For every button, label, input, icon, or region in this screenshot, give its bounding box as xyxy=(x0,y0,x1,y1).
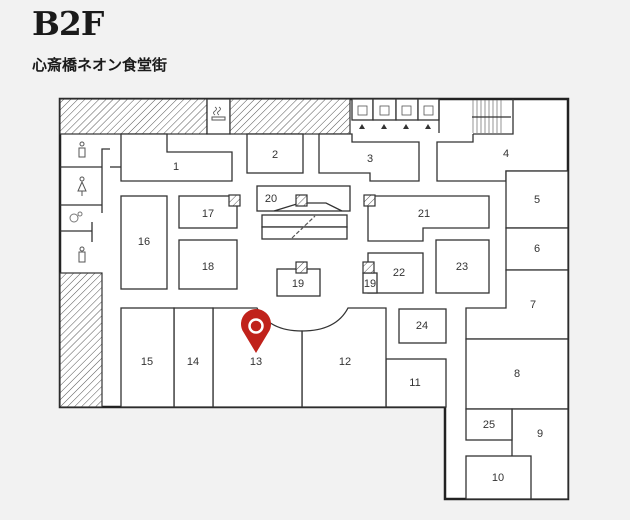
elevator-hall xyxy=(351,98,440,133)
room-16[interactable]: 16 xyxy=(120,195,168,290)
service-area xyxy=(59,272,103,408)
room-2[interactable]: 2 xyxy=(246,133,304,174)
room-5[interactable]: 5 xyxy=(505,170,569,229)
area-name: 心斎橋ネオン食堂街 xyxy=(32,56,168,74)
pillars xyxy=(228,194,376,274)
room-14[interactable]: 14 xyxy=(173,307,214,408)
elevator-call-icon xyxy=(359,124,431,129)
room-label: 4 xyxy=(503,148,509,160)
room-19-annex[interactable]: 19 xyxy=(362,272,378,294)
room-label: 13 xyxy=(250,356,262,368)
room-label: 3 xyxy=(367,153,373,165)
room-15[interactable]: 15 xyxy=(120,307,175,408)
room-label: 24 xyxy=(416,320,428,332)
elevator-3[interactable] xyxy=(395,98,419,121)
room-label: 2 xyxy=(272,149,278,161)
room-label: 25 xyxy=(483,419,495,431)
escalator[interactable]: ⟋ xyxy=(261,214,348,240)
room-1[interactable]: 1 xyxy=(120,133,233,182)
room-18[interactable]: 18 xyxy=(178,239,238,290)
escalator-icon: ⟋ xyxy=(301,222,308,232)
room-label: 19 xyxy=(364,278,376,290)
restroom-female-icon xyxy=(77,176,87,196)
room-label: 19 xyxy=(292,278,304,290)
accessible-restroom-icon xyxy=(69,211,83,223)
room-label: 10 xyxy=(492,472,504,484)
elevator-4[interactable] xyxy=(417,98,440,121)
elevator-2[interactable] xyxy=(372,98,397,121)
room-11[interactable]: 11 xyxy=(385,358,447,408)
room-10[interactable]: 10 xyxy=(465,455,532,500)
room-label: 7 xyxy=(530,299,536,311)
room-label: 16 xyxy=(138,236,150,248)
room-23[interactable]: 23 xyxy=(435,239,490,294)
room-25[interactable]: 25 xyxy=(465,408,513,441)
room-3[interactable]: 3 xyxy=(318,133,420,182)
room-label: 18 xyxy=(202,261,214,273)
service-area xyxy=(59,98,208,135)
room-label: 22 xyxy=(393,267,405,279)
stairs-icon xyxy=(472,100,511,133)
smoking-area-icon xyxy=(211,106,226,121)
room-label: 8 xyxy=(514,368,520,380)
room-label: 15 xyxy=(141,356,153,368)
room-8[interactable]: 8 xyxy=(465,338,569,410)
room-label: 1 xyxy=(173,161,179,173)
room-label: 9 xyxy=(537,428,543,440)
room-17[interactable]: 17 xyxy=(178,195,238,229)
restroom-male-icon xyxy=(78,246,86,263)
room-24[interactable]: 24 xyxy=(398,308,447,344)
room-label: 12 xyxy=(339,356,351,368)
elevator-icon xyxy=(357,105,434,116)
room-21[interactable]: 21 xyxy=(367,195,490,242)
service-area xyxy=(229,98,351,135)
room-label: 14 xyxy=(187,356,199,368)
room-label: 21 xyxy=(418,208,430,220)
room-6[interactable]: 6 xyxy=(505,227,569,271)
baby-room-icon xyxy=(78,141,86,158)
room-label: 17 xyxy=(202,208,214,220)
floor-title: B2F xyxy=(32,4,104,43)
current-location-pin-icon[interactable] xyxy=(241,309,271,353)
room-label: 23 xyxy=(456,261,468,273)
room-label: 6 xyxy=(534,243,540,255)
room-label: 11 xyxy=(409,377,420,389)
room-label: 20 xyxy=(265,193,277,205)
room-label: 5 xyxy=(534,194,540,206)
room-13[interactable]: 13 xyxy=(212,307,303,408)
elevator-1[interactable] xyxy=(351,98,374,121)
room-12[interactable]: 12 xyxy=(301,307,387,408)
